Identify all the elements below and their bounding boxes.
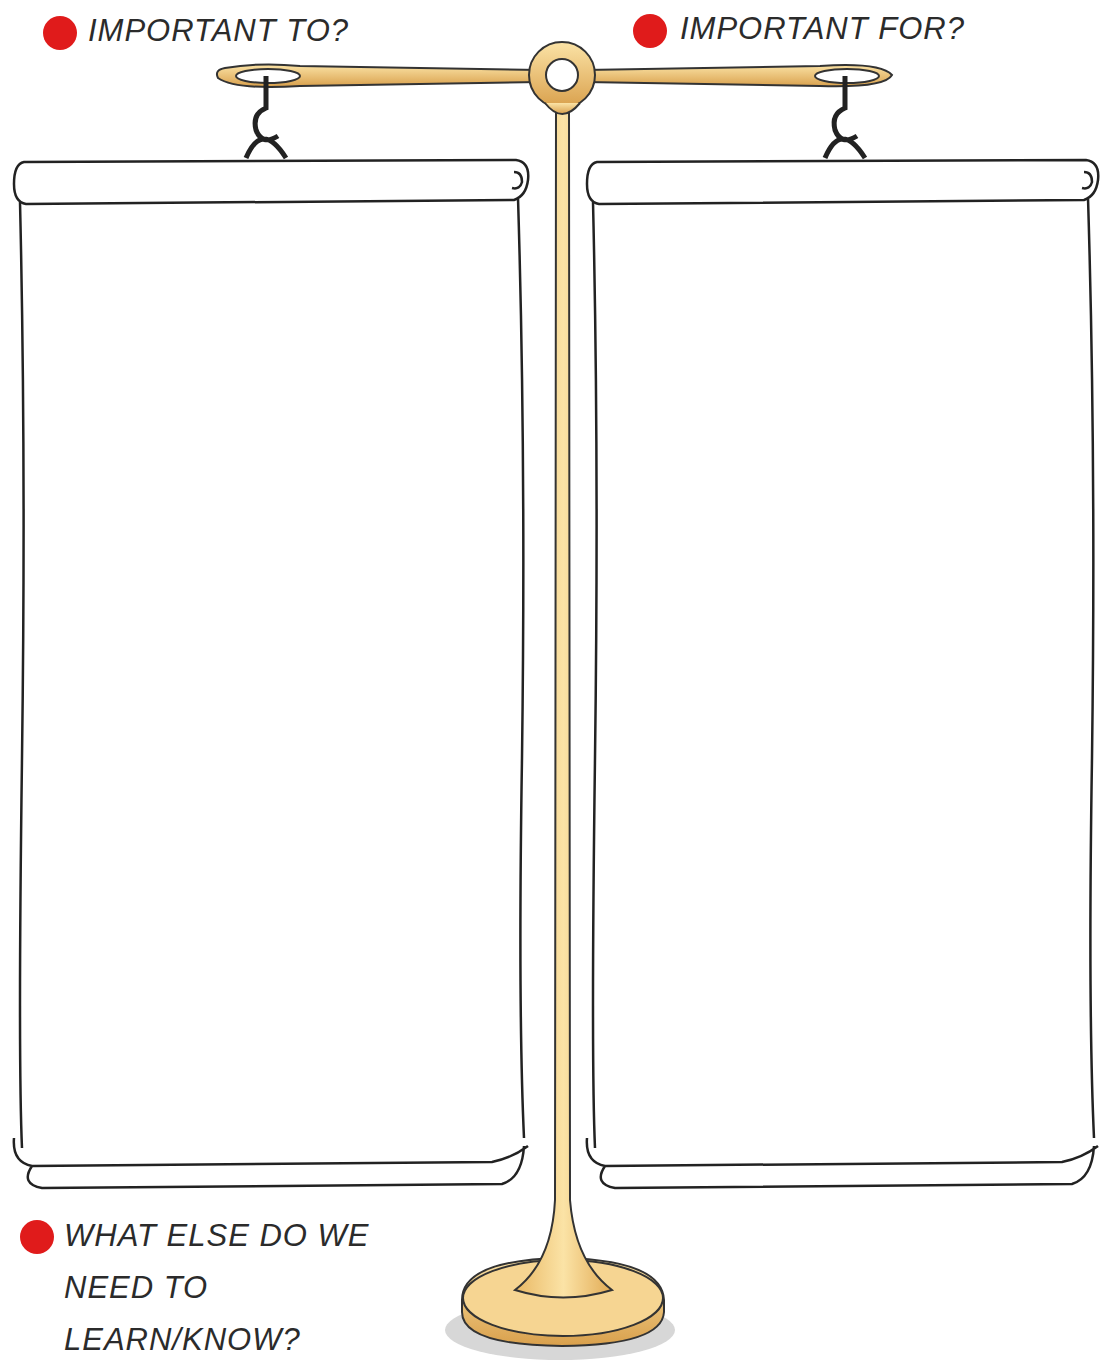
- scroll-heading: IMPORTANT FOR?: [680, 3, 965, 55]
- scroll-outline: [585, 158, 1102, 1198]
- scroll-banner: IMPORTANT TO?: [12, 158, 532, 1198]
- scroll-hook: [246, 76, 286, 158]
- scroll-outline: [12, 158, 532, 1198]
- scroll-banner: IMPORTANT FOR?: [585, 158, 1102, 1198]
- scroll-heading: IMPORTANT TO?: [88, 5, 349, 57]
- pivot-hole: [546, 59, 578, 91]
- pivot-ring: [529, 42, 595, 108]
- scale-pole: [515, 110, 612, 1298]
- bullet-dot: [633, 14, 667, 48]
- bullet-dot: [20, 1220, 54, 1254]
- scroll-hook: [825, 76, 865, 158]
- prompt-label: WHAT ELSE DO WE NEED TO LEARN/KNOW?: [64, 1210, 444, 1366]
- pivot-collar: [545, 103, 580, 114]
- bullet-dot: [43, 16, 77, 50]
